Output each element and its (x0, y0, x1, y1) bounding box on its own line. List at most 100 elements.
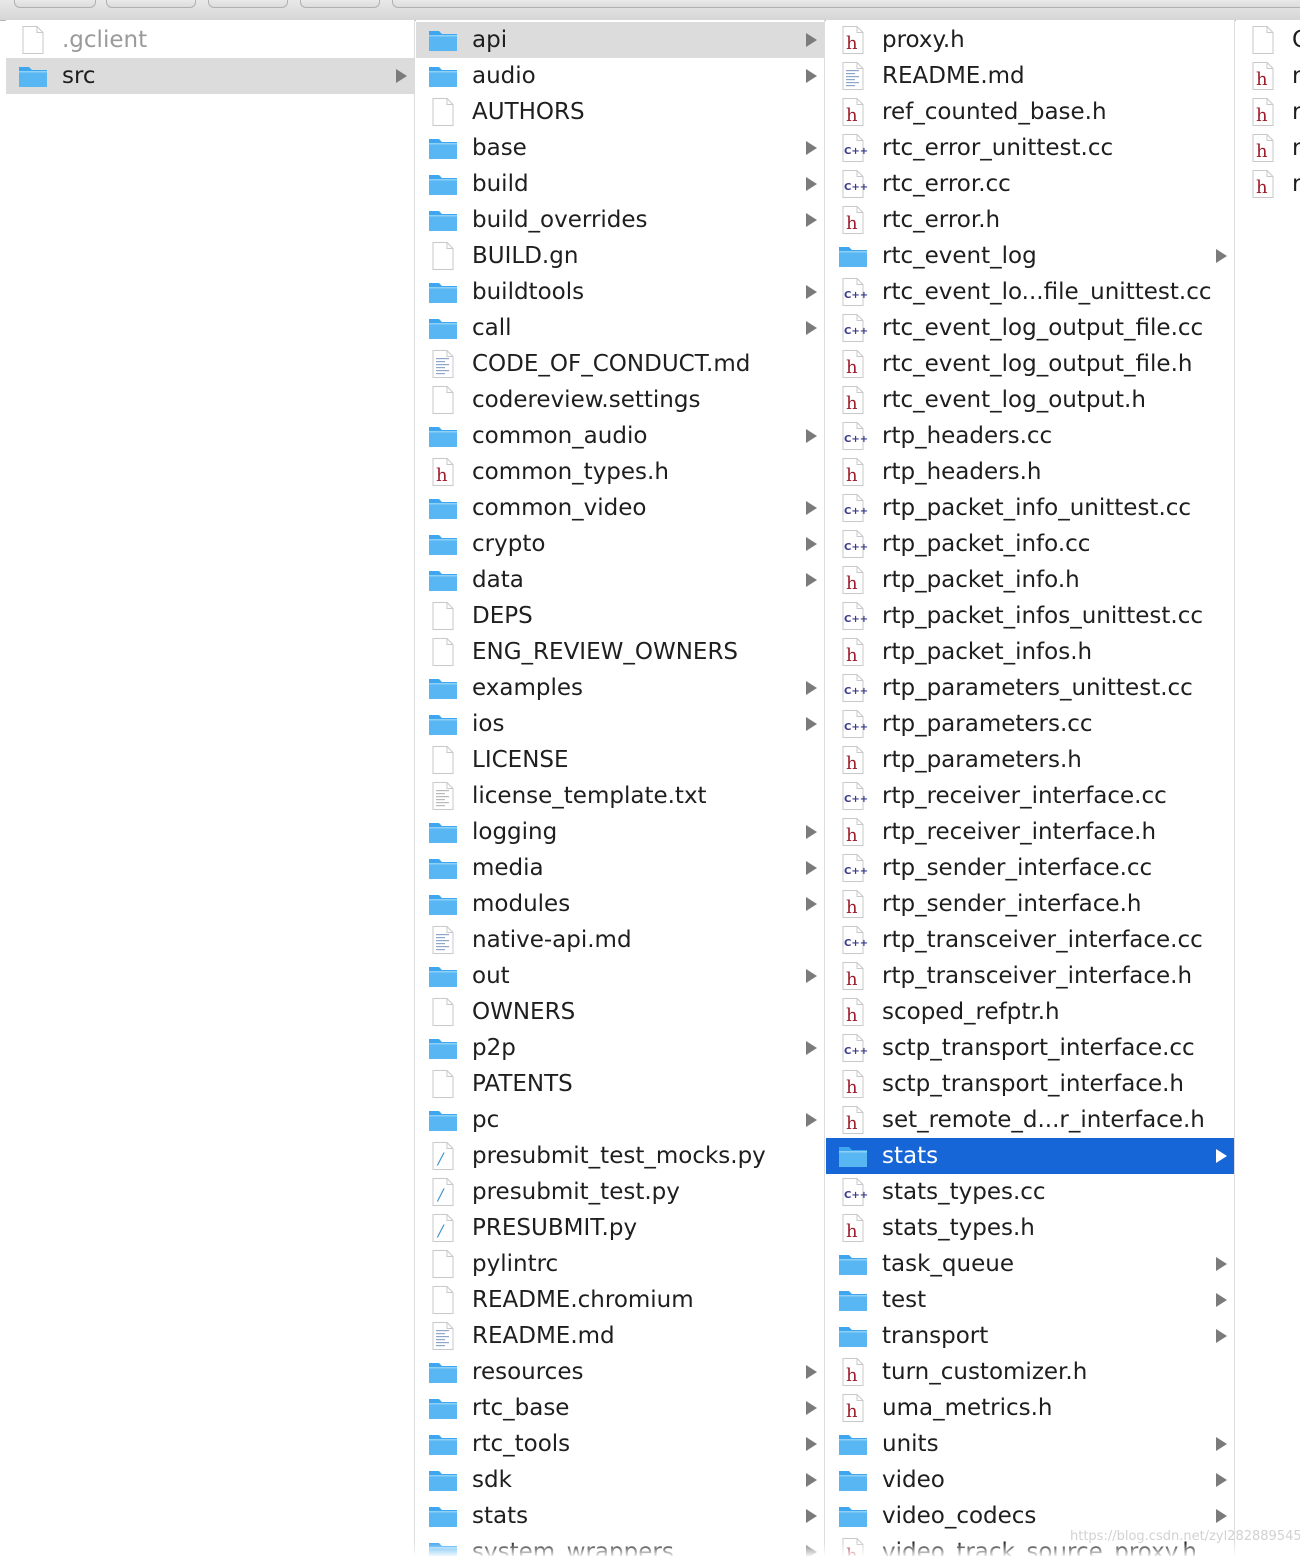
list-item[interactable]: codereview.settings (416, 382, 824, 418)
list-item[interactable]: C++rtc_error.cc (826, 166, 1234, 202)
list-item[interactable]: native-api.md (416, 922, 824, 958)
list-item[interactable]: pylintrc (416, 1246, 824, 1282)
expand-arrow-icon[interactable] (806, 1041, 817, 1055)
list-item[interactable]: README.md (826, 58, 1234, 94)
list-item[interactable]: logging (416, 814, 824, 850)
list-item[interactable]: task_queue (826, 1246, 1234, 1282)
list-item[interactable]: transport (826, 1318, 1234, 1354)
list-item[interactable]: buildtools (416, 274, 824, 310)
expand-arrow-icon[interactable] (806, 69, 817, 83)
expand-arrow-icon[interactable] (806, 1365, 817, 1379)
expand-arrow-icon[interactable] (806, 501, 817, 515)
expand-arrow-icon[interactable] (806, 285, 817, 299)
toolbar-tab-1[interactable] (14, 0, 96, 8)
list-item[interactable]: common_audio (416, 418, 824, 454)
list-item[interactable]: build (416, 166, 824, 202)
list-item[interactable]: p2p (416, 1030, 824, 1066)
list-item[interactable]: OWNERS (416, 994, 824, 1030)
list-item[interactable]: pc (416, 1102, 824, 1138)
expand-arrow-icon[interactable] (806, 681, 817, 695)
list-item[interactable]: stats (416, 1498, 824, 1534)
expand-arrow-icon[interactable] (1216, 249, 1227, 263)
list-item[interactable]: C++sctp_transport_interface.cc (826, 1030, 1234, 1066)
list-item[interactable]: C++stats_types.cc (826, 1174, 1234, 1210)
list-item[interactable]: src (6, 58, 414, 94)
list-item[interactable]: units (826, 1426, 1234, 1462)
list-item[interactable]: C++rtp_receiver_interface.cc (826, 778, 1234, 814)
list-item[interactable]: ENG_REVIEW_OWNERS (416, 634, 824, 670)
list-item[interactable]: BUILD.gn (416, 238, 824, 274)
expand-arrow-icon[interactable] (1216, 1329, 1227, 1343)
list-item[interactable]: ios (416, 706, 824, 742)
list-item[interactable]: DEPS (416, 598, 824, 634)
list-item[interactable]: O (1236, 22, 1300, 58)
expand-arrow-icon[interactable] (806, 1437, 817, 1451)
expand-arrow-icon[interactable] (1216, 1473, 1227, 1487)
list-item[interactable]: build_overrides (416, 202, 824, 238)
list-item[interactable]: rtc_event_log (826, 238, 1234, 274)
list-item[interactable]: examples (416, 670, 824, 706)
expand-arrow-icon[interactable] (806, 429, 817, 443)
expand-arrow-icon[interactable] (806, 717, 817, 731)
list-item[interactable]: license_template.txt (416, 778, 824, 814)
list-item[interactable]: .gclient (6, 22, 414, 58)
list-item[interactable]: call (416, 310, 824, 346)
expand-arrow-icon[interactable] (1216, 1257, 1227, 1271)
list-item[interactable]: C++rtp_parameters.cc (826, 706, 1234, 742)
list-item[interactable]: C++rtp_transceiver_interface.cc (826, 922, 1234, 958)
expand-arrow-icon[interactable] (806, 1473, 817, 1487)
toolbar-tab-4[interactable] (300, 0, 380, 8)
list-item[interactable]: /presubmit_test.py (416, 1174, 824, 1210)
list-item[interactable]: audio (416, 58, 824, 94)
list-item[interactable]: rtc_tools (416, 1426, 824, 1462)
list-item[interactable]: /presubmit_test_mocks.py (416, 1138, 824, 1174)
column-stats[interactable]: Ohrhrhrhr (1236, 20, 1300, 1556)
list-item[interactable]: C++rtp_packet_info.cc (826, 526, 1234, 562)
expand-arrow-icon[interactable] (806, 897, 817, 911)
list-item[interactable]: C++rtc_event_lo...file_unittest.cc (826, 274, 1234, 310)
list-item[interactable]: video_codecs (826, 1498, 1234, 1534)
list-item[interactable]: C++rtc_event_log_output_file.cc (826, 310, 1234, 346)
list-item[interactable]: api (416, 22, 824, 58)
list-item[interactable]: media (416, 850, 824, 886)
expand-arrow-icon[interactable] (1216, 1437, 1227, 1451)
list-item[interactable]: AUTHORS (416, 94, 824, 130)
expand-arrow-icon[interactable] (806, 825, 817, 839)
list-item[interactable]: C++rtp_parameters_unittest.cc (826, 670, 1234, 706)
list-item[interactable]: common_video (416, 490, 824, 526)
expand-arrow-icon[interactable] (806, 33, 817, 47)
expand-arrow-icon[interactable] (806, 969, 817, 983)
list-item[interactable]: C++rtp_packet_infos_unittest.cc (826, 598, 1234, 634)
list-item[interactable]: stats (826, 1138, 1234, 1174)
expand-arrow-icon[interactable] (1216, 1509, 1227, 1523)
list-item[interactable]: resources (416, 1354, 824, 1390)
toolbar-tab-3[interactable] (208, 0, 288, 8)
list-item[interactable]: modules (416, 886, 824, 922)
list-item[interactable]: README.chromium (416, 1282, 824, 1318)
expand-arrow-icon[interactable] (806, 1401, 817, 1415)
list-item[interactable]: base (416, 130, 824, 166)
expand-arrow-icon[interactable] (1216, 1149, 1227, 1163)
list-item[interactable]: rtc_base (416, 1390, 824, 1426)
list-item[interactable]: /PRESUBMIT.py (416, 1210, 824, 1246)
expand-arrow-icon[interactable] (806, 537, 817, 551)
